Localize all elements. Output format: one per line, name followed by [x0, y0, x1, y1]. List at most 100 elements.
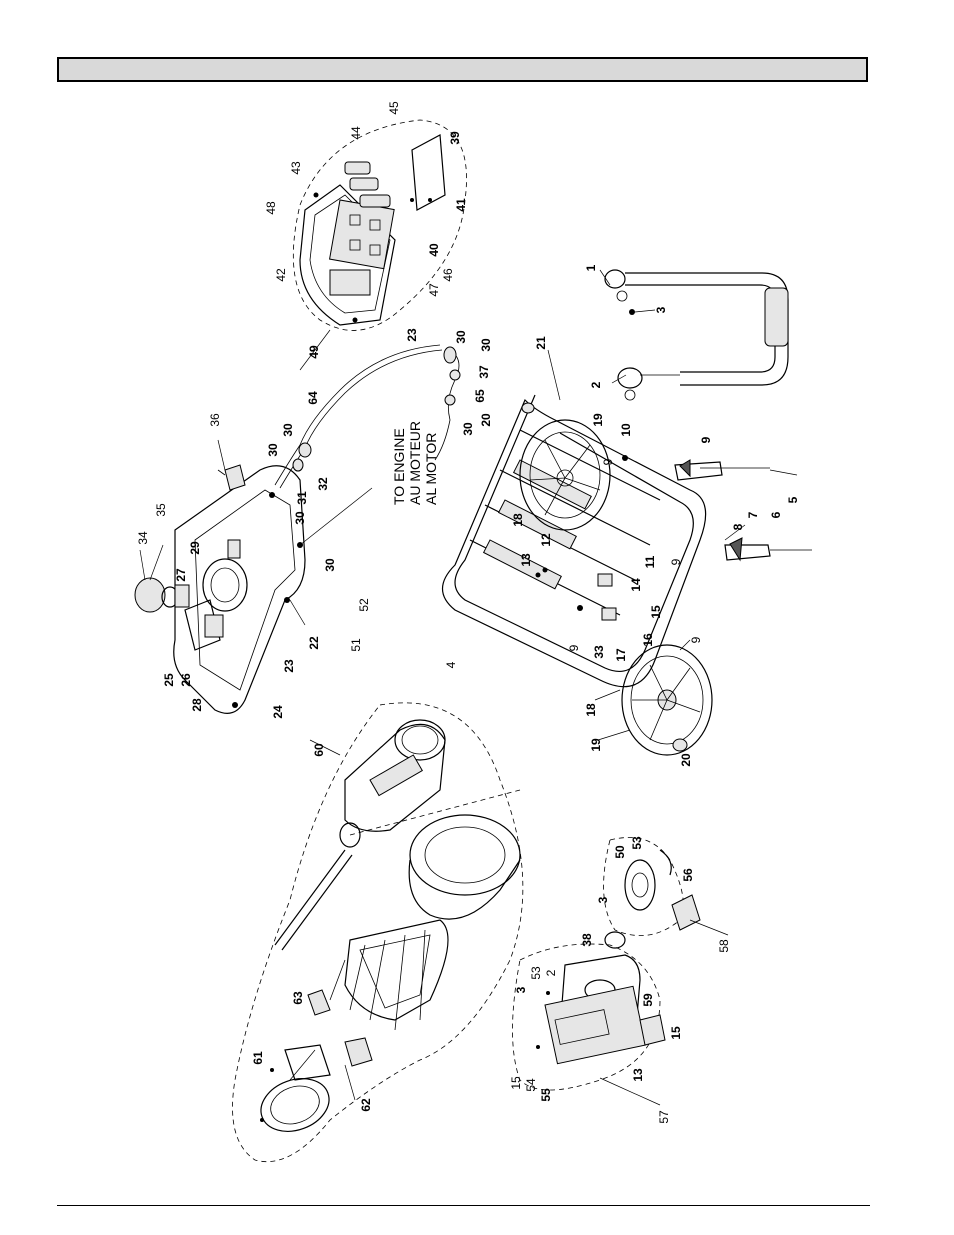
engine-note-line1: TO ENGINE [391, 428, 407, 505]
callout-label: 18 [511, 513, 525, 527]
callout-label: 19 [589, 738, 603, 752]
callout-label: 45 [387, 101, 401, 115]
callout-label: 13 [631, 1068, 645, 1082]
callout-label: 3 [514, 986, 528, 993]
callout-label: 40 [427, 243, 441, 257]
footer-rule [57, 1205, 870, 1206]
callout-label: 36 [208, 413, 222, 427]
callout-label: 8 [731, 523, 745, 530]
callout-label: 10 [619, 423, 633, 437]
callout-label: 9 [699, 436, 713, 443]
callout-label: 64 [306, 391, 320, 405]
callout-label: 12 [539, 533, 553, 547]
callout-label: 30 [323, 558, 337, 572]
callout-label: 30 [293, 511, 307, 525]
callout-label: 56 [681, 868, 695, 882]
callout-label: 30 [461, 422, 475, 436]
callout-label: 59 [641, 993, 655, 1007]
callout-label: 43 [289, 161, 303, 175]
callout-label: 38 [580, 933, 594, 947]
callout-label: 13 [519, 553, 533, 567]
callout-label: 3 [654, 306, 668, 313]
callout-label: 35 [154, 503, 168, 517]
callout-label: 2 [544, 969, 558, 976]
alternator-assembly [232, 702, 524, 1162]
header-bar [57, 57, 868, 82]
callout-label: 9 [567, 644, 581, 651]
callout-label: 20 [679, 753, 693, 767]
callout-label: 30 [266, 443, 280, 457]
callout-label: 51 [349, 638, 363, 652]
callout-label: 39 [448, 131, 462, 145]
callout-label: 54 [524, 1078, 538, 1092]
callout-label: 7 [746, 511, 760, 518]
callout-label: 25 [162, 673, 176, 687]
callout-label: 33 [592, 645, 606, 659]
callout-label: 16 [641, 633, 655, 647]
callout-label: 15 [649, 605, 663, 619]
callout-label: 37 [477, 365, 491, 379]
callout-label: 31 [295, 491, 309, 505]
callout-label: 47 [427, 283, 441, 297]
callout-label: 52 [357, 598, 371, 612]
callout-label: 9 [669, 558, 683, 565]
callout-label: 29 [188, 541, 202, 555]
control-panel-assembly [292, 119, 467, 331]
callout-label: 62 [359, 1098, 373, 1112]
callout-label: 22 [307, 636, 321, 650]
callout-label: 5 [786, 496, 800, 503]
fuel-tank-assembly [134, 464, 306, 714]
callout-label: 1 [584, 264, 598, 271]
callout-label: 61 [251, 1051, 265, 1065]
callout-label: 18 [584, 703, 598, 717]
engine-note-line3: AL MOTOR [423, 433, 439, 505]
handle-assembly [604, 269, 789, 401]
callout-label: 2 [589, 381, 603, 388]
callout-label: 44 [349, 126, 363, 140]
callout-leaders [139, 269, 798, 1106]
callout-label: 30 [454, 330, 468, 344]
callout-label: 15 [669, 1026, 683, 1040]
callout-label: 20 [479, 413, 493, 427]
frame-assembly [441, 394, 812, 756]
callout-label: 3 [596, 896, 610, 903]
callout-label: 19 [591, 413, 605, 427]
muffler-assembly [512, 837, 701, 1091]
callout-label: 14 [629, 578, 643, 592]
callout-label: 26 [179, 673, 193, 687]
callout-label: 34 [136, 531, 150, 545]
callout-label: 17 [614, 648, 628, 662]
callout-label: 49 [307, 345, 321, 359]
callout-label: 53 [630, 836, 644, 850]
callout-label: 55 [539, 1088, 553, 1102]
callout-label: 53 [529, 966, 543, 980]
callout-label: 23 [405, 328, 419, 342]
callout-label: 63 [291, 991, 305, 1005]
callout-label: 50 [613, 845, 627, 859]
callout-label: 57 [657, 1110, 671, 1124]
callout-label: 30 [479, 338, 493, 352]
callout-label: 65 [473, 389, 487, 403]
callout-label: 9 [689, 636, 703, 643]
callout-label: 9 [601, 458, 615, 465]
callout-label: 46 [441, 268, 455, 282]
callout-label: 48 [264, 201, 278, 215]
callout-label: 41 [454, 198, 468, 212]
callout-label: 42 [274, 268, 288, 282]
fuel-line [274, 344, 461, 546]
callout-label: 28 [190, 698, 204, 712]
engine-note-line2: AU MOTEUR [407, 421, 423, 505]
callout-label: 4 [444, 661, 458, 668]
callout-label: 60 [312, 743, 326, 757]
callout-label: 21 [534, 336, 548, 350]
callout-label: 11 [643, 555, 657, 568]
callout-label: 24 [271, 705, 285, 719]
callout-label: 58 [717, 939, 731, 953]
callout-label: 27 [174, 568, 188, 582]
callout-label: 23 [282, 659, 296, 673]
callout-label: 15 [509, 1076, 523, 1090]
callout-label: 32 [316, 477, 330, 491]
